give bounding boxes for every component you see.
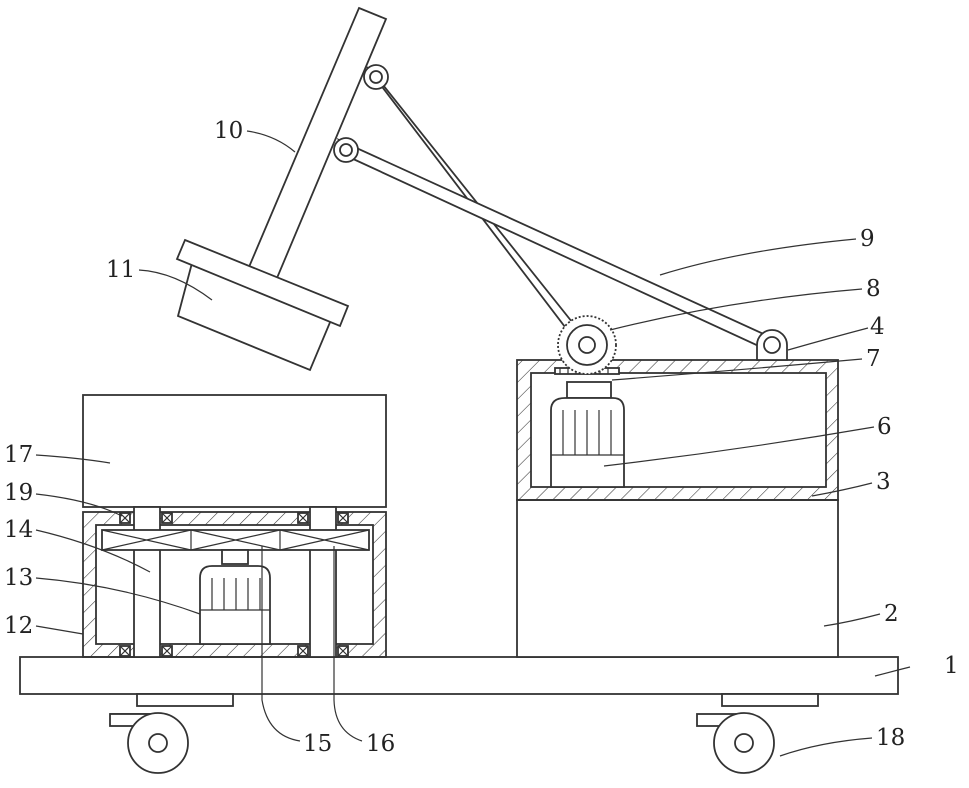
- callout-1: 1: [944, 653, 959, 679]
- callout-4: 4: [870, 314, 885, 340]
- callout-16: 16: [366, 731, 395, 757]
- base-plate: [20, 657, 898, 694]
- callout-12: 12: [4, 613, 33, 639]
- callout-8: 8: [866, 276, 881, 302]
- motor-upper: [551, 382, 624, 487]
- gear-wheel: [558, 316, 616, 374]
- callout-17: 17: [4, 442, 33, 468]
- callout-19: 19: [4, 480, 33, 506]
- caster-left: [110, 694, 233, 773]
- boom: [249, 8, 386, 278]
- callout-9: 9: [860, 226, 875, 252]
- callout-11: 11: [106, 257, 135, 283]
- callout-13: 13: [4, 565, 33, 591]
- callout-6: 6: [877, 414, 892, 440]
- callout-14: 14: [4, 517, 33, 543]
- caster-right: [697, 694, 818, 773]
- gear-bar: [102, 530, 369, 550]
- lever-arms: [339, 67, 776, 354]
- pedestal: [517, 500, 838, 657]
- callout-10: 10: [214, 118, 243, 144]
- callout-15: 15: [303, 731, 332, 757]
- callout-3: 3: [876, 469, 891, 495]
- callout-18: 18: [876, 725, 905, 751]
- callout-7: 7: [866, 346, 881, 372]
- hopper: [83, 395, 386, 507]
- callout-2: 2: [884, 601, 899, 627]
- pivot-mount: [757, 330, 787, 360]
